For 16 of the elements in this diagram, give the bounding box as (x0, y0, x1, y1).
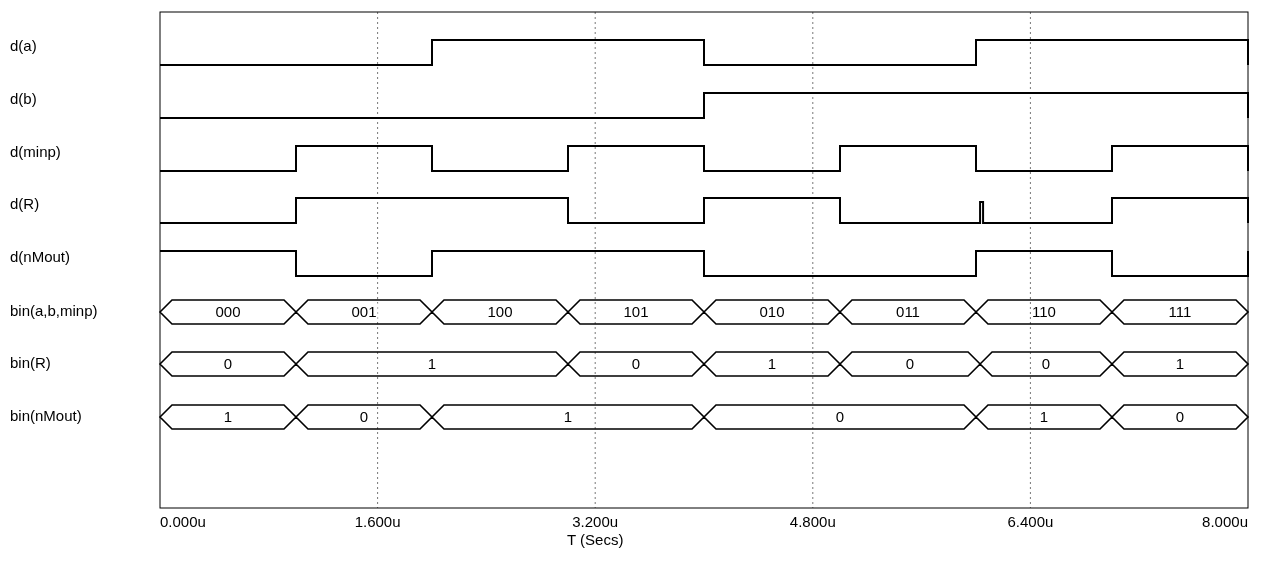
signal-name: bin(a,b,minp) (10, 302, 98, 320)
tick-label: 8.000u (1202, 513, 1248, 531)
signal-name: bin(nMout) (10, 407, 82, 425)
tick-label: 4.800u (789, 513, 836, 531)
tick-label: 3.200u (572, 513, 619, 531)
signal-name: d(R) (10, 195, 40, 213)
signal-name: bin(R) (10, 354, 51, 372)
signal-name: d(minp) (10, 143, 61, 161)
tick-label: 0.000u (160, 513, 206, 531)
signal-name: d(nMout) (10, 248, 71, 266)
tick-label: 1.600u (354, 513, 401, 531)
signal-name: d(a) (10, 37, 37, 55)
tick-label: 6.400u (1007, 513, 1054, 531)
signal-name: d(b) (10, 90, 37, 108)
axis-title: T (Secs) (567, 531, 624, 549)
bus-value: 001 (350, 303, 378, 321)
